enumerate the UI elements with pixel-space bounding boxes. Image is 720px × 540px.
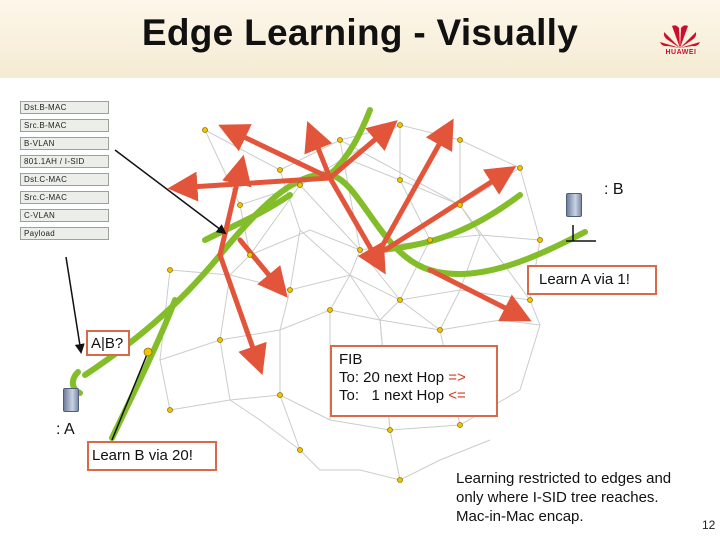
- frame-field-src-bmac: Src.B-MAC: [20, 119, 109, 132]
- isid-tree: [70, 107, 588, 441]
- frame-field-bvlan: B-VLAN: [20, 137, 109, 150]
- page-number: 12: [702, 518, 716, 532]
- slide-title: Edge Learning - Visually: [141, 12, 579, 53]
- server-a-icon: [63, 388, 79, 412]
- learn-b-callout: Learn B via 20!: [87, 441, 217, 471]
- fib-entry-20: To: 20 next Hop =>: [339, 369, 466, 386]
- learning-arrows: [167, 118, 532, 376]
- pointer-arrow: [114, 149, 227, 235]
- title-bar: [0, 0, 720, 78]
- frame-field-dst-bmac: Dst.B-MAC: [20, 101, 109, 114]
- red-arrow: [304, 121, 333, 181]
- huawei-logo-text: HUAWEI: [665, 49, 697, 56]
- huawei-logo: [660, 25, 700, 48]
- learn-a-callout: Learn A via 1!: [527, 265, 657, 295]
- red-arrow: [382, 165, 517, 253]
- node-b-label: : B: [604, 181, 624, 198]
- fib-title: FIB: [339, 351, 363, 368]
- pointer-arrow: [65, 256, 85, 354]
- frame-field-cvlan: C-VLAN: [20, 209, 109, 222]
- mesh-nodes: [143, 122, 543, 483]
- server-b-icon: [566, 193, 582, 217]
- red-arrow: [237, 237, 288, 298]
- red-arrow: [377, 118, 454, 253]
- fib-entry-1: To: 1 next Hop <=: [339, 387, 466, 404]
- pointer-line: [111, 351, 149, 441]
- frame-field-isid: 801.1AH / I-SID: [20, 155, 109, 168]
- red-arrow: [327, 120, 398, 181]
- red-arrow: [217, 252, 267, 376]
- frame-field-dst-cmac: Dst.C-MAC: [20, 173, 109, 186]
- summary-note: Learning restricted to edges and only wh…: [456, 470, 672, 525]
- red-arrow: [327, 175, 386, 275]
- fib-callout: FIB To: 20 next Hop => To: 1 next Hop <=: [330, 345, 498, 417]
- red-arrow: [218, 124, 333, 181]
- frame-field-src-cmac: Src.C-MAC: [20, 191, 109, 204]
- mesh-links: [159, 124, 541, 481]
- red-arrow: [427, 267, 532, 322]
- node-a-label: : A: [56, 421, 75, 438]
- red-arrow: [217, 154, 252, 258]
- red-arrow: [167, 171, 333, 202]
- pointer-lines: [65, 149, 596, 441]
- query-callout: A|B?: [86, 330, 130, 356]
- frame-field-payload: Payload: [20, 227, 109, 240]
